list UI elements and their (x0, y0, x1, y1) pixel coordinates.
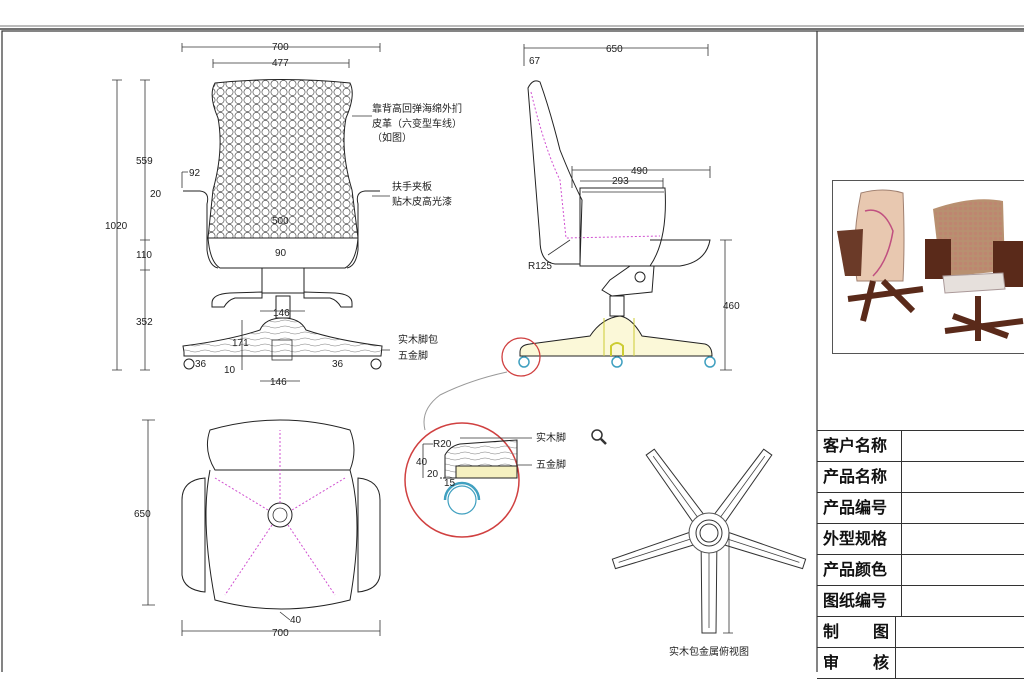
note-back-3: （如图） (372, 131, 412, 144)
dim-171: 171 (232, 338, 249, 349)
field-value[interactable] (902, 524, 1024, 554)
dim-90: 90 (275, 248, 287, 259)
field-value[interactable] (896, 617, 1024, 647)
base-caption: 实木包金属俯视图 (669, 645, 749, 658)
dim-r125: R125 (528, 261, 552, 272)
field-label: 审核 (817, 648, 896, 678)
product-photo (832, 180, 1024, 354)
top-view: 650 700 40 (134, 419, 381, 639)
title-block: 客户名称 产品名称 产品编号 外型规格 产品颜色 图纸编号 制图 审核 (817, 430, 1024, 679)
note-back-2: 皮革（六变型车线） (372, 117, 462, 130)
dim-r20: R20 (433, 439, 452, 450)
dim-490: 490 (631, 166, 648, 177)
dim-detail-15: 15 (444, 478, 456, 489)
magnifier-icon[interactable] (591, 429, 607, 445)
note-base-2: 五金脚 (398, 349, 428, 362)
dim-146-bottom: 146 (270, 377, 287, 388)
dim-20: 20 (150, 189, 162, 200)
detail-view: R20 40 20 15 实木脚 五金脚 (404, 422, 566, 538)
field-value[interactable] (896, 648, 1024, 678)
field-value[interactable] (902, 431, 1024, 461)
dim-40: 40 (290, 615, 302, 626)
detail-callout-circle (501, 337, 541, 377)
dim-460: 460 (723, 301, 740, 312)
label-char: 审 (823, 653, 840, 672)
field-label: 客户名称 (817, 431, 902, 461)
dim-110: 110 (136, 250, 152, 261)
dim-700-top: 700 (272, 628, 289, 639)
title-row-color: 产品颜色 (817, 555, 1024, 586)
title-row-drafter: 制图 (817, 617, 1024, 648)
field-label: 图纸编号 (817, 586, 902, 616)
dim-146-top: 146 (273, 308, 290, 319)
dim-293: 293 (612, 176, 629, 187)
side-view: 650 67 490 293 R125 460 (423, 44, 740, 431)
dim-477: 477 (272, 58, 289, 69)
front-view: 700 477 1020 559 110 352 20 92 500 90 14… (105, 42, 462, 388)
dim-650-side: 650 (606, 44, 623, 55)
base-top-view: 实木包金属俯视图 (611, 448, 807, 658)
dim-36-right: 36 (332, 359, 344, 370)
title-row-product-name: 产品名称 (817, 462, 1024, 493)
title-row-reviewer: 审核 (817, 648, 1024, 679)
dim-500: 500 (272, 216, 289, 227)
label-char: 制 (823, 622, 840, 641)
field-label: 制图 (817, 617, 896, 647)
dim-detail-20: 20 (427, 469, 439, 480)
label-wood-leg: 实木脚 (536, 431, 566, 444)
drawing-border (1, 30, 1024, 672)
field-value[interactable] (902, 493, 1024, 523)
note-arm-2: 贴木皮高光漆 (392, 195, 452, 208)
label-char: 核 (872, 653, 889, 672)
field-label: 外型规格 (817, 524, 902, 554)
dim-36-left: 36 (195, 359, 207, 370)
dim-352: 352 (136, 317, 153, 328)
dim-67: 67 (529, 56, 541, 67)
field-label: 产品编号 (817, 493, 902, 523)
title-row-spec: 外型规格 (817, 524, 1024, 555)
field-label: 产品颜色 (817, 555, 902, 585)
field-value[interactable] (902, 555, 1024, 585)
dim-10: 10 (224, 365, 236, 376)
field-value[interactable] (902, 586, 1024, 616)
label-char: 图 (872, 622, 889, 641)
note-back-1: 靠背高回弹海绵外扪 (372, 102, 462, 115)
dim-detail-40: 40 (416, 457, 428, 468)
dim-700: 700 (272, 42, 289, 53)
dim-559: 559 (136, 156, 153, 167)
chair-photo-image (837, 189, 1024, 341)
title-row-drawing-no: 图纸编号 (817, 586, 1024, 617)
dim-650-top: 650 (134, 509, 151, 520)
dim-92: 92 (189, 168, 201, 179)
note-arm-1: 扶手夹板 (392, 180, 432, 193)
field-value[interactable] (902, 462, 1024, 492)
note-base-1: 实木脚包 (398, 333, 438, 346)
dim-1020: 1020 (105, 221, 128, 232)
field-label: 产品名称 (817, 462, 902, 492)
title-row-customer: 客户名称 (817, 431, 1024, 462)
label-metal-leg: 五金脚 (536, 458, 566, 471)
title-row-product-code: 产品编号 (817, 493, 1024, 524)
